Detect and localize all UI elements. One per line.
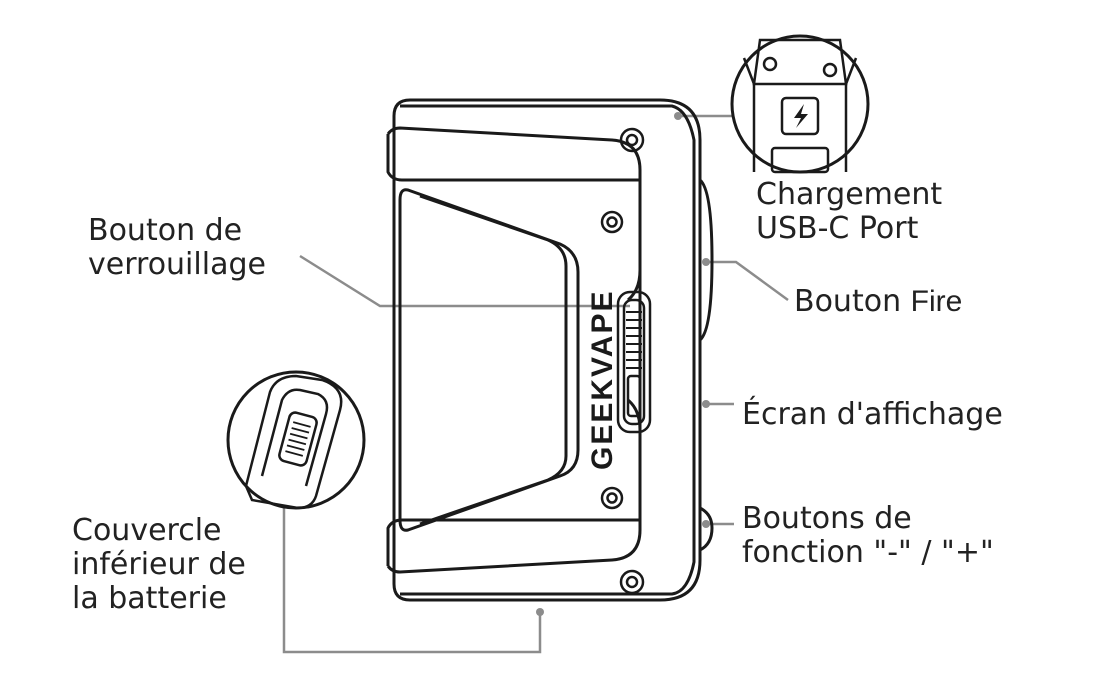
label-charging-port: Chargement USB-C Port — [756, 178, 942, 246]
label-display-screen: Écran d'affichage — [742, 398, 1003, 432]
label-battery-line3: la batterie — [72, 581, 227, 616]
label-lock-line1: Bouton de — [88, 213, 243, 248]
screw-upper-mid — [600, 210, 624, 234]
leader-line-fire — [706, 260, 789, 302]
label-function-line2: fonction "-" / "+" — [742, 535, 994, 570]
label-fire-prefix: Bouton — [794, 284, 911, 319]
label-fire-word: Fire — [910, 285, 963, 318]
screw-bottom-right — [619, 569, 645, 595]
leader-line-battery — [282, 498, 542, 654]
label-charging-line1: Chargement — [756, 177, 943, 212]
leader-dots — [536, 112, 710, 616]
battery-cover-grip-icon — [285, 421, 311, 457]
label-battery-line1: Couvercle — [72, 513, 222, 548]
label-screen-text: Écran d'affichage — [742, 397, 1003, 432]
label-battery-cover: Couvercle inférieur de la batterie — [72, 514, 246, 616]
screws — [600, 127, 645, 595]
lock-slider-ridges — [626, 311, 642, 369]
brand-logo-text: GEEKVAPE — [586, 290, 619, 471]
leader-lines — [282, 114, 789, 654]
lock-slider — [616, 290, 652, 434]
label-battery-line2: inférieur de — [72, 547, 246, 582]
battery-cover-magnifier — [226, 370, 366, 510]
label-lock-button: Bouton de verrouillage — [88, 214, 266, 282]
label-charging-line2: USB-C Port — [756, 211, 919, 246]
screw-lower-mid — [600, 486, 624, 510]
screw-top-right — [619, 127, 645, 153]
lightning-bolt-icon — [794, 104, 808, 128]
label-function-buttons: Boutons de fonction "-" / "+" — [742, 502, 994, 570]
leader-line-lock — [299, 254, 630, 308]
usb-port-magnifier — [730, 34, 870, 174]
label-lock-line2: verrouillage — [88, 247, 266, 282]
label-function-line1: Boutons de — [742, 501, 912, 536]
device-body — [386, 98, 714, 602]
label-fire-button: Bouton Fire — [794, 285, 962, 319]
